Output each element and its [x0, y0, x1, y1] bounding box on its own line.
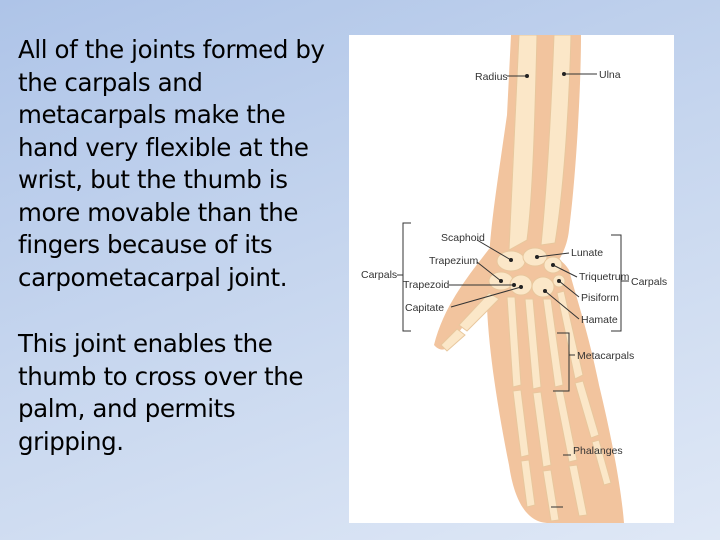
label-trapezoid: Trapezoid: [403, 279, 449, 291]
label-carpals-left: Carpals: [361, 269, 397, 281]
label-radius: Radius: [475, 71, 508, 83]
thumb-bones: [440, 292, 500, 352]
label-triquetrum: Triquetrum: [579, 271, 630, 283]
label-capitate: Capitate: [405, 302, 444, 314]
leader-dots: [499, 72, 566, 293]
hand-anatomy-figure: Radius Ulna Scaphoid Trapezium Carpals T…: [349, 35, 674, 523]
radius-bone: [508, 35, 538, 251]
label-lunate: Lunate: [571, 247, 603, 259]
hand-skeleton-illustration: Radius Ulna Scaphoid Trapezium Carpals T…: [361, 35, 667, 523]
metacarpal-bones: [506, 290, 584, 390]
label-trapezium: Trapezium: [429, 255, 478, 267]
paragraph-thumb-joint: This joint enables the thumb to cross ov…: [18, 329, 303, 456]
label-carpals-right: Carpals: [631, 276, 667, 288]
slide-text: All of the joints formed by the carpals …: [18, 34, 348, 458]
label-hamate: Hamate: [581, 314, 618, 326]
label-pisiform: Pisiform: [581, 292, 619, 304]
label-phalanges: Phalanges: [573, 445, 623, 457]
label-metacarpals: Metacarpals: [577, 350, 634, 362]
leader-lines: [397, 73, 629, 508]
paragraph-carpal-joints: All of the joints formed by the carpals …: [18, 35, 325, 292]
label-scaphoid: Scaphoid: [441, 232, 485, 244]
label-ulna: Ulna: [599, 69, 621, 81]
phalanx-bones: [512, 380, 612, 522]
ulna-bone: [540, 35, 572, 246]
